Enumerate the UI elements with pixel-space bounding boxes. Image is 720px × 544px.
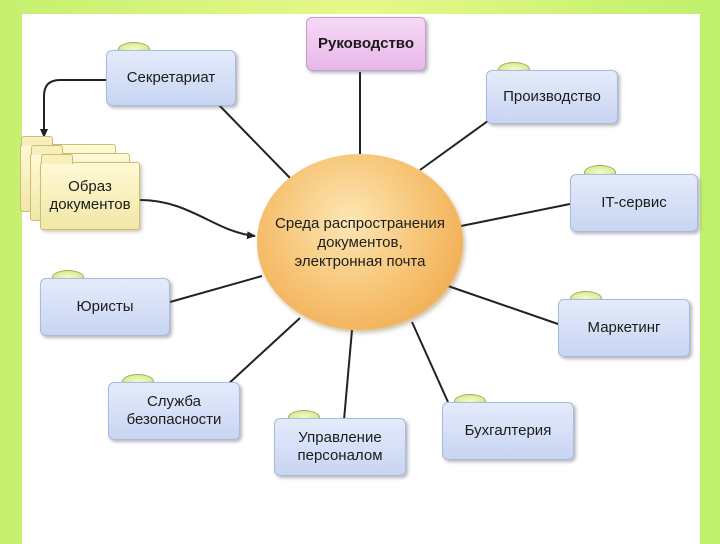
connector-document-image (139, 199, 256, 240)
node-security: Служба безопасности (108, 382, 240, 440)
node-production-label: Производство (503, 88, 601, 105)
connector-lawyers (169, 275, 263, 303)
node-marketing: Маркетинг (558, 299, 690, 357)
node-leadership: Руководство (306, 17, 426, 71)
connector-accounting (411, 321, 449, 403)
center-node-label: Среда распространения документов, электр… (275, 214, 445, 270)
node-production: Производство (486, 70, 618, 124)
connector-secretariat-to-documents (40, 79, 106, 138)
connector-it-service (460, 203, 571, 227)
node-it-service-label: IT-сервис (601, 194, 667, 211)
document-image-label: Образ документов (49, 178, 131, 213)
connector-hr (343, 329, 353, 421)
node-accounting-label: Бухгалтерия (464, 422, 552, 439)
node-secretariat: Секретариат (106, 50, 236, 106)
node-lawyers: Юристы (40, 278, 170, 336)
document-image-node: Образ документов (40, 154, 140, 230)
node-it-service: IT-сервис (570, 174, 698, 232)
node-lawyers-label: Юристы (76, 298, 134, 315)
connector-production (419, 117, 493, 171)
node-accounting: Бухгалтерия (442, 402, 574, 460)
node-security-label: Служба безопасности (126, 393, 222, 428)
connector-marketing (447, 285, 559, 325)
node-hr-label: Управление персоналом (297, 429, 383, 464)
node-marketing-label: Маркетинг (587, 319, 661, 336)
connector-security (225, 317, 301, 387)
node-leadership-label: Руководство (317, 35, 414, 52)
node-secretariat-label: Секретариат (126, 69, 216, 86)
node-hr: Управление персоналом (274, 418, 406, 476)
center-node: Среда распространения документов, электр… (257, 154, 463, 330)
connector-secretariat (217, 103, 291, 179)
